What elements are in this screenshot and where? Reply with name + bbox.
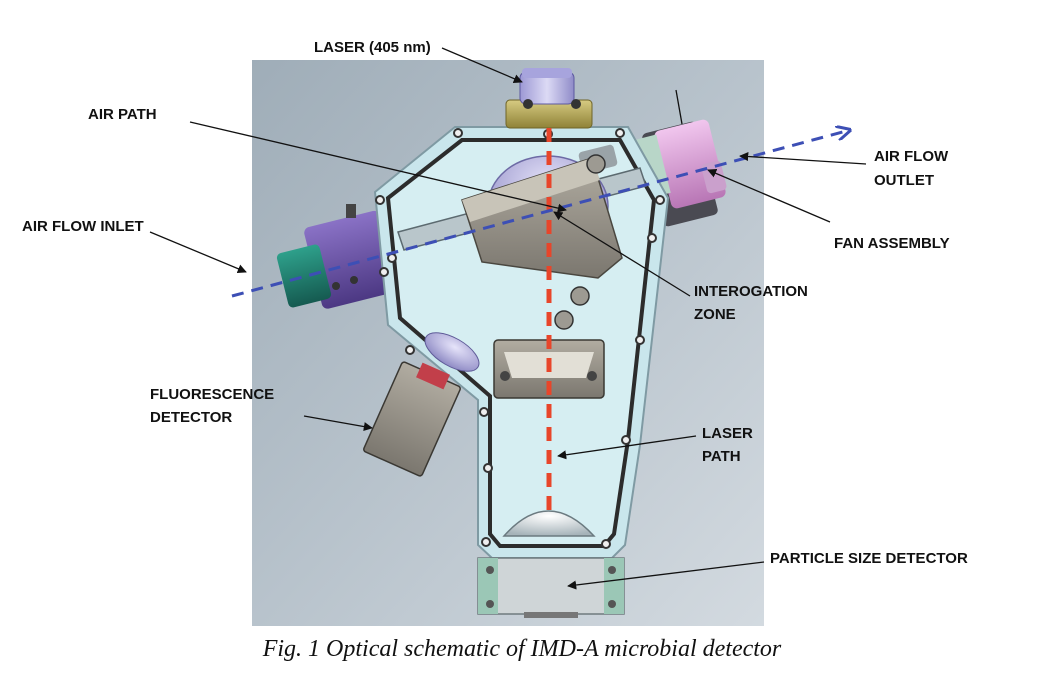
label-laser-path-line2: PATH [702,448,741,465]
label-laser-path-line1: LASER [702,425,753,442]
label-air-path: AIR PATH [88,106,157,123]
leader-interogation [553,211,691,297]
leader-fluorescence [303,415,373,432]
housing-screws [375,128,665,549]
laser-head [505,68,593,129]
leader-air-path [189,121,567,213]
label-air-flow-inlet: AIR FLOW INLET [22,218,144,235]
label-particle-size-detector: PARTICLE SIZE DETECTOR [770,550,968,567]
air-inlet-assembly [276,204,398,309]
leader-fan-tick [675,89,683,125]
label-air-flow-outlet-line2: OUTLET [874,172,934,189]
figure-caption: Fig. 1 Optical schematic of IMD-A microb… [262,636,782,662]
leader-fan-assembly [707,169,831,223]
leader-air-inlet [149,231,247,274]
label-interogation-line1: INTEROGATION [694,283,808,300]
leader-laser-path [557,435,697,460]
collection-dome [502,510,596,537]
label-fluorescence-line1: FLUORESCENCE [150,386,275,403]
leader-air-outlet [739,151,867,165]
fluorescence-detector-body [363,332,480,477]
mirror-block [461,154,623,330]
leader-laser [441,47,523,83]
leader-particle-size [567,561,765,590]
air-flow-path [231,130,850,298]
annotation-leaders [149,47,867,590]
particle-size-detector-body [477,557,625,618]
label-interogation-line2: ZONE [694,306,736,323]
label-air-flow-outlet-line1: AIR FLOW [874,148,949,165]
label-laser: LASER (405 nm) [314,39,431,56]
label-fan-assembly: FAN ASSEMBLY [834,235,950,252]
label-fluorescence-line2: DETECTOR [150,409,233,426]
